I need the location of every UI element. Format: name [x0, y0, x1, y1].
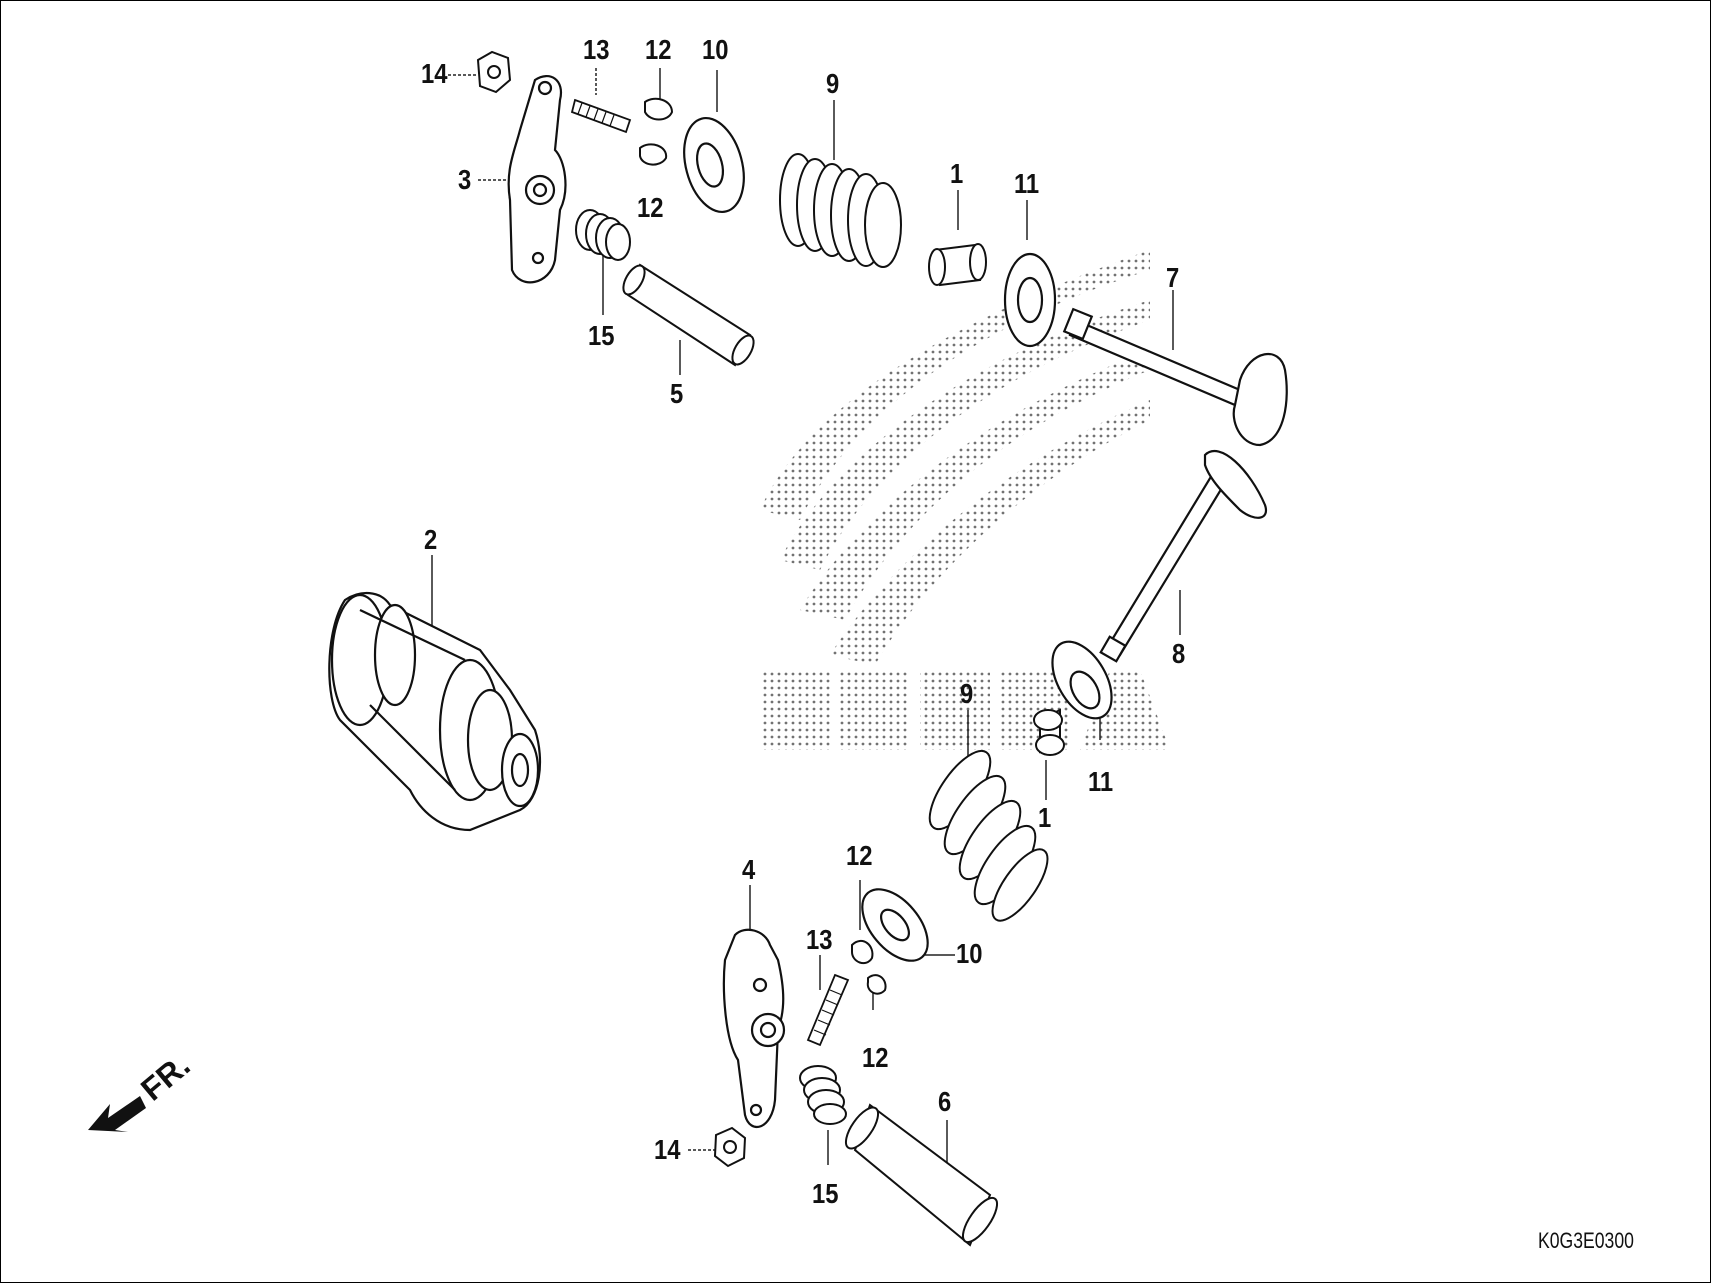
callout-3: 3	[458, 164, 472, 195]
callout-15-upper: 15	[588, 320, 615, 351]
part-12-cotter-lower	[851, 939, 887, 995]
part-14-nut-lower	[713, 1126, 747, 1168]
part-10-retainer-lower	[861, 888, 929, 962]
part-9-valve-spring-upper	[779, 153, 902, 268]
callout-1-lower: 1	[1038, 802, 1052, 833]
callout-9-upper: 9	[826, 68, 840, 99]
part-5-rocker-shaft-upper	[622, 263, 755, 367]
callout-12-lower-a: 12	[846, 840, 873, 871]
honda-letters-watermark	[760, 670, 1170, 750]
part-10-retainer-upper	[683, 116, 745, 214]
front-direction-arrow	[88, 1096, 146, 1132]
part-13-adjust-screw-lower	[806, 973, 850, 1047]
callout-2: 2	[424, 524, 438, 555]
callout-15-lower: 15	[812, 1178, 839, 1209]
part-9-valve-spring-lower	[928, 749, 1049, 922]
callout-7: 7	[1166, 262, 1180, 293]
part-11-spring-seat-lower	[1051, 640, 1113, 720]
callout-4: 4	[742, 854, 756, 885]
callout-1-upper: 1	[950, 158, 964, 189]
callout-6: 6	[938, 1086, 952, 1117]
callout-10-lower: 10	[956, 938, 983, 969]
part-1-stem-seal-upper	[928, 243, 987, 287]
part-2-camshaft	[328, 592, 542, 832]
callout-11-lower: 11	[1088, 766, 1114, 797]
part-15-spring-upper	[575, 209, 631, 261]
diagram-code: K0G3E0300	[1538, 1228, 1634, 1253]
callout-12-upper-b: 12	[637, 192, 664, 223]
part-6-rocker-shaft-lower	[844, 1103, 999, 1247]
callout-5: 5	[670, 378, 684, 409]
callout-10-upper: 10	[702, 34, 729, 65]
part-3-rocker-arm-upper	[507, 75, 567, 284]
part-7-valve	[1062, 307, 1288, 447]
part-13-adjust-screw-upper	[570, 98, 632, 134]
part-11-spring-seat-upper	[1003, 252, 1057, 348]
callout-13-lower: 13	[806, 924, 833, 955]
part-14-nut-upper	[476, 50, 512, 94]
leader-lines	[431, 68, 1181, 1175]
honda-wing-watermark	[760, 250, 1150, 665]
callout-9-lower: 9	[960, 678, 974, 709]
part-8-valve	[1099, 449, 1268, 663]
callout-8: 8	[1172, 638, 1186, 669]
callout-11-upper: 11	[1014, 168, 1040, 199]
callout-14-lower: 14	[654, 1134, 681, 1165]
callout-13-upper: 13	[583, 34, 610, 65]
part-12-cotter-upper	[639, 97, 674, 166]
part-4-rocker-arm-lower	[722, 928, 786, 1128]
callout-12-lower-b: 12	[862, 1042, 889, 1073]
part-1-stem-seal-lower	[1033, 708, 1065, 756]
callout-12-upper-a: 12	[645, 34, 672, 65]
callout-14-upper: 14	[421, 58, 448, 89]
part-15-spring-lower	[799, 1065, 847, 1125]
